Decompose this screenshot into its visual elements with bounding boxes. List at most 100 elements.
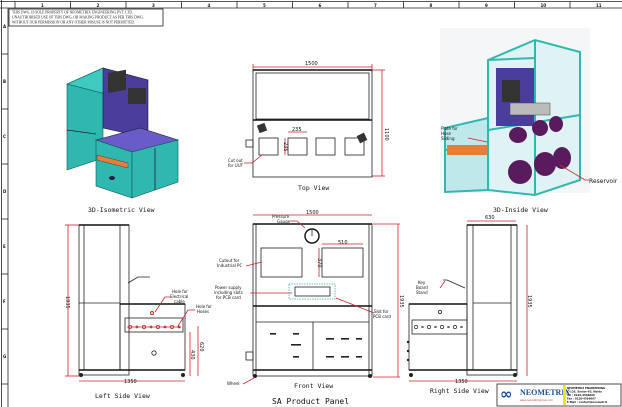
front-pc-height: 370: [316, 258, 322, 268]
notice-line-3: WITHOUT OUR PERMISSION OR ANY OTHER MISU…: [12, 21, 135, 25]
column-label: 5: [263, 3, 266, 8]
company-name: NEOMETRIX: [520, 388, 570, 397]
column-label: 10: [541, 3, 547, 8]
sheet-title: SA Product Panel: [272, 397, 349, 406]
callout-cable-3: cable: [174, 299, 185, 304]
hole-icon: [421, 325, 424, 329]
left-dim-small-1: 430: [189, 350, 195, 360]
row-label: D: [3, 189, 7, 194]
left-height-dim: 1935: [64, 296, 70, 309]
isometric-view: 3D-Isometric View: [66, 67, 180, 214]
left-side-view: 1935 1350 430 620 Hole for Electrical ca…: [64, 224, 212, 400]
column-label: 8: [430, 3, 433, 8]
row-label: G: [3, 354, 6, 359]
callout-hoses-2: Hoses: [197, 309, 209, 314]
top-view: 1500 1100 235 235 Cut out for UUT Top Vi…: [228, 61, 389, 192]
row-label: C: [3, 134, 6, 139]
row-label: B: [3, 79, 6, 84]
callout-keyboard-2: Board: [416, 285, 428, 290]
column-label: 9: [485, 3, 488, 8]
callout-reservoir: Reservoir: [589, 178, 618, 185]
hole-icon: [414, 325, 418, 329]
handle-icon: [326, 356, 334, 358]
notice-line-2: UNAUTHORISED USE OF THIS DWG. OR MAKING …: [12, 16, 144, 20]
hole-icon: [427, 325, 431, 329]
callout-plate-2: Hose: [441, 131, 452, 136]
fitting-icon: [406, 340, 410, 344]
front-width-dim: 1500: [306, 210, 319, 216]
info-line-2: C-126, Sector-63, Noida: [567, 390, 602, 394]
callout-cutout-uut-2: for UUT: [228, 163, 244, 168]
top-cutout-height: 235: [282, 142, 288, 152]
right-width-dim: 630: [485, 215, 495, 221]
callout-gauge-2: Gauge: [277, 219, 291, 224]
handle-icon: [291, 344, 301, 346]
hole-icon: [460, 325, 463, 329]
callout-power-1: Power supply: [215, 285, 242, 290]
handle-icon: [341, 356, 349, 358]
left-depth-dim: 1350: [124, 379, 137, 385]
callout-slot-1: Slot for: [374, 309, 389, 314]
column-label: 11: [596, 3, 602, 8]
fitting-icon: [406, 358, 410, 362]
isometric-view-label: 3D-Isometric View: [88, 206, 155, 214]
info-line-3: Tel : 0120-4566666: [567, 393, 595, 397]
right-view-label: Right Side View: [430, 387, 489, 395]
row-label: E: [3, 244, 6, 249]
fitting-icon: [406, 349, 410, 353]
left-view-label: Left Side View: [95, 392, 150, 400]
column-label: 2: [97, 3, 100, 8]
ownership-notice: THIS DWG. IS SOLE PROPERTY OF NEOMETRIX …: [8, 8, 164, 27]
top-cutout-width: 235: [292, 127, 302, 133]
right-side-view: 630 1935 1350 Key Board Stand Right Side…: [406, 215, 532, 395]
handle-icon: [341, 338, 349, 340]
front-view-label: Front View: [294, 382, 333, 390]
hole-icon: [434, 325, 437, 329]
cable-hole-icon: [150, 311, 154, 315]
left-dim-small-2: 620: [198, 342, 204, 352]
row-label: F: [3, 299, 6, 304]
callout-power-2: including slots: [214, 290, 243, 295]
inside-view-label: 3D-Inside View: [493, 206, 548, 214]
callout-keyboard-1: Key: [418, 280, 426, 285]
callout-pc-2: Industrial PC: [217, 263, 242, 268]
column-label: 4: [208, 3, 211, 8]
neometrix-logo-icon: ∞: [500, 385, 513, 403]
hole-icon: [440, 325, 444, 329]
callout-cable-1: Hole for: [172, 289, 188, 294]
callout-slot-2: PCB card: [373, 314, 391, 319]
callout-keyboard-3: Stand: [416, 290, 428, 295]
row-label: A: [3, 24, 7, 29]
right-height-dim: 1935: [526, 295, 532, 308]
right-depth-dim: 1350: [455, 379, 468, 385]
inside-view: Plate for Hose Sliding Reservoir 3D-Insi…: [440, 28, 618, 214]
info-line-5: E-Mail : contact@neometrix: [567, 400, 608, 404]
callout-pc-1: Cutout for: [219, 258, 240, 263]
callout-hoses-1: Hole for: [196, 304, 212, 309]
title-block: ∞ NEOMETRIX www.neometrixgroup.com NEOME…: [496, 383, 622, 407]
handle-icon: [326, 338, 334, 340]
callout-cable-2: Electrical: [170, 294, 188, 299]
callout-plate-1: Plate for: [441, 126, 458, 131]
handle-icon: [293, 356, 299, 358]
front-height-dim: 1935: [398, 295, 404, 308]
callout-gauge-1: Pressure: [272, 214, 290, 219]
front-view: 1500 1935 510 370 Pressure Gauge Cutout …: [214, 210, 404, 390]
top-view-label: Top View: [298, 184, 329, 192]
callout-wheel: Wheel: [227, 381, 240, 386]
top-depth-dim: 1100: [383, 128, 389, 141]
handle-icon: [356, 338, 362, 340]
handle-icon: [356, 356, 362, 358]
front-pc-width: 510: [338, 240, 348, 246]
callout-power-3: for PCB card: [216, 295, 241, 300]
svg-text:∞: ∞: [500, 385, 513, 403]
info-line-1: NEOMETRIX ENGINEERING: [567, 386, 605, 390]
callout-cutout-uut-1: Cut out: [228, 158, 243, 163]
callout-plate-3: Sliding: [441, 136, 455, 141]
column-label: 6: [319, 3, 322, 8]
hole-icon: [447, 325, 450, 329]
column-label: 7: [374, 3, 377, 8]
company-website: www.neometrixgroup.com: [520, 398, 553, 402]
notice-line-1: THIS DWG. IS SOLE PROPERTY OF NEOMETRIX …: [12, 11, 133, 15]
